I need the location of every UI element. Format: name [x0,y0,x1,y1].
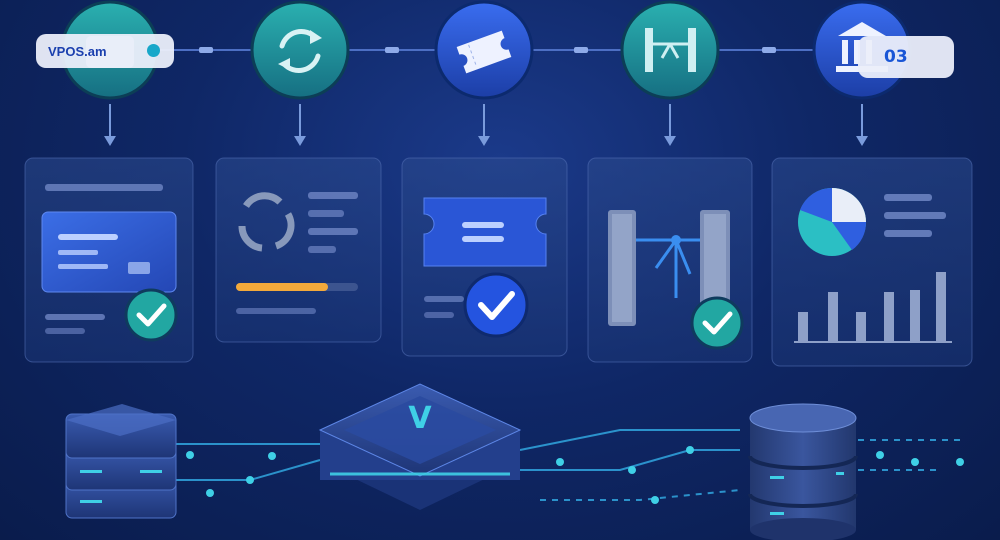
analytics-panel [771,157,973,367]
down-arrows [104,104,868,146]
step-3-ticket-icon [434,0,534,100]
step-number-label: 03 [884,47,908,67]
step-4-turnstile-icon [620,0,720,100]
svg-text:V: V [408,401,432,436]
access-gate-panel [587,157,753,363]
card-payment-panel [24,157,194,363]
processing-panel [215,157,382,343]
status-dot-icon [147,44,160,57]
step-number-badge: 03 [858,36,954,78]
brand-label: VPOS.am [48,43,107,59]
network-nodes [186,446,964,504]
central-hub: V [318,383,522,510]
step-2-refresh-icon [250,0,350,100]
ticket-panel [401,157,568,357]
server-stack [65,404,177,519]
brand-badge[interactable]: VPOS.am [36,34,174,68]
database-icon [748,403,858,540]
